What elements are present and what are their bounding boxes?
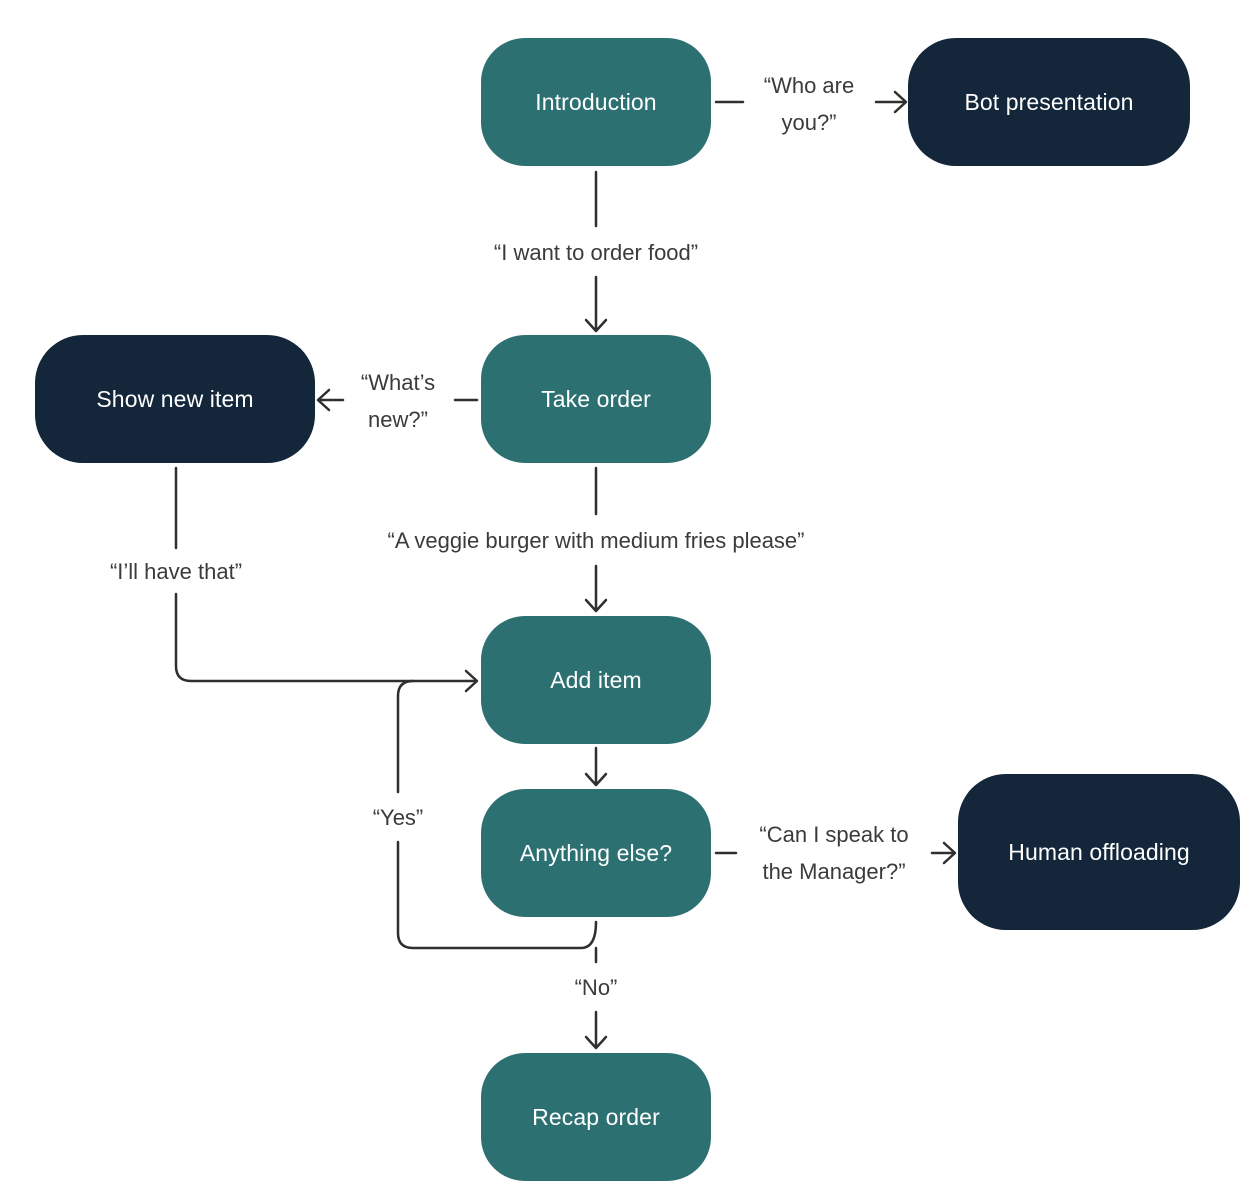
edge-label-who-are-you: “Who are you?” xyxy=(763,73,855,135)
node-anything-else: Anything else? xyxy=(481,789,711,917)
edge-take-to-add-arrowhead xyxy=(584,598,608,613)
node-add-item: Add item xyxy=(481,616,711,744)
node-recap-order: Recap order xyxy=(481,1053,711,1181)
edge-label-whats-new: “What’s new?” xyxy=(360,370,436,432)
node-bot-presentation: Bot presentation xyxy=(908,38,1190,166)
edge-label-have-that: “I’ll have that” xyxy=(109,558,243,584)
edge-label-order-food: “I want to order food” xyxy=(493,239,699,265)
edge-show-to-add-arrowhead xyxy=(464,669,479,693)
edge-label-veggie-burger: “A veggie burger with medium fries pleas… xyxy=(387,527,805,553)
node-show-new-item: Show new item xyxy=(35,335,315,463)
edge-anything-to-human-arrowhead xyxy=(942,841,957,865)
edge-anything-to-recap-arrowhead xyxy=(584,1035,608,1050)
edge-intro-to-take-arrowhead xyxy=(584,318,608,333)
edge-yes-loop-line-a xyxy=(396,840,598,950)
node-introduction: Introduction xyxy=(481,38,711,166)
edge-label-no: “No” xyxy=(574,974,618,1000)
edge-intro-to-bot-arrowhead xyxy=(893,90,908,114)
edge-label-speak-manager: “Can I speak to the Manager?” xyxy=(759,822,909,884)
node-human-offloading: Human offloading xyxy=(958,774,1240,930)
edge-add-to-anything-arrowhead xyxy=(584,772,608,787)
edge-label-yes: “Yes” xyxy=(372,804,424,830)
node-take-order: Take order xyxy=(481,335,711,463)
edge-yes-loop-line-b xyxy=(396,679,415,794)
edge-show-to-add-line-b xyxy=(174,592,478,683)
edge-take-to-show-arrowhead xyxy=(316,388,331,412)
